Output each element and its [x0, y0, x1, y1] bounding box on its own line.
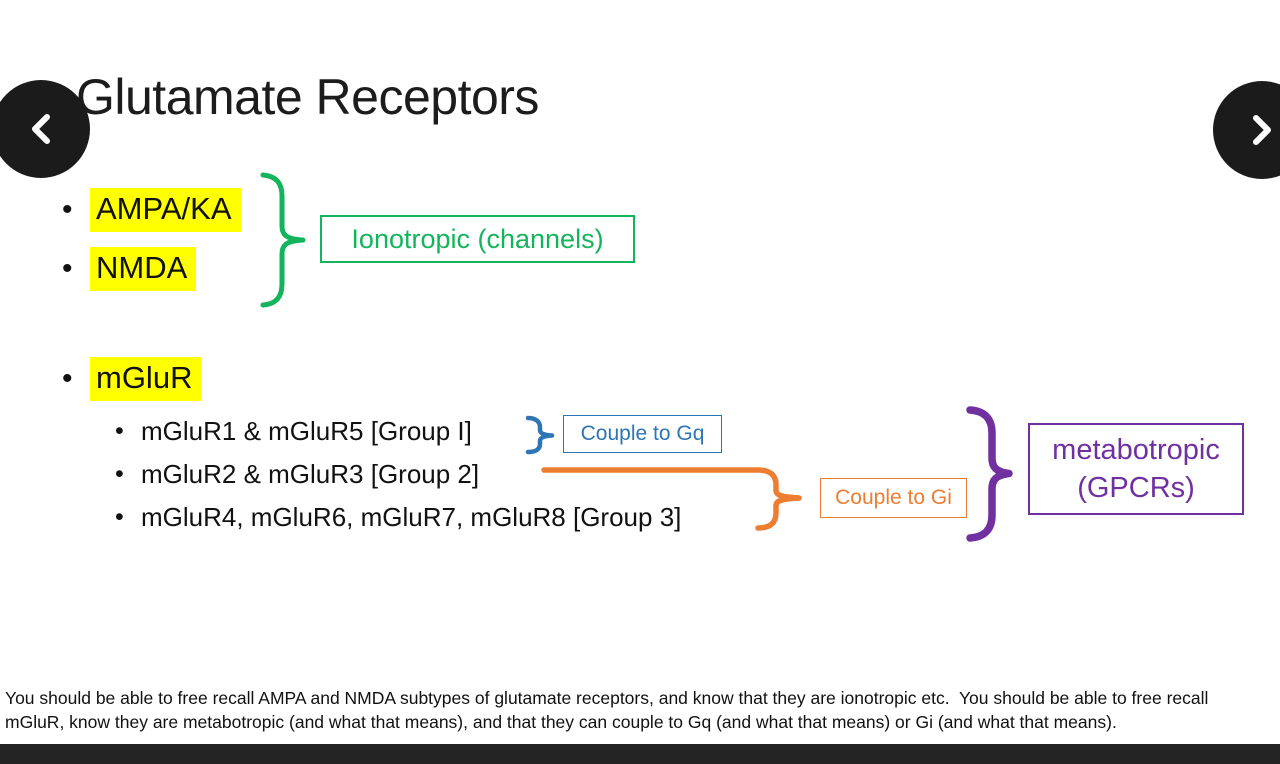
group3-text: mGluR4, mGluR6, mGluR7, mGluR8 [Group 3] — [141, 502, 682, 532]
caption-line-1: You should be able to free recall AMPA a… — [5, 688, 1209, 708]
highlighted-term-mglur: mGluR — [90, 357, 202, 401]
bullet-icon: • — [115, 503, 124, 531]
group1-text: mGluR1 & mGluR5 [Group I] — [141, 416, 472, 446]
couple-to-gi-label: Couple to Gi — [835, 486, 952, 509]
ionotropic-label: Ionotropic (channels) — [351, 223, 604, 254]
list-item-group1: • mGluR1 & mGluR5 [Group I] — [115, 416, 472, 447]
next-slide-button[interactable] — [1213, 81, 1280, 179]
highlighted-term-ampa: AMPA/KA — [90, 188, 241, 232]
couple-to-gq-label: Couple to Gq — [580, 422, 705, 445]
list-item-ampa: • AMPA/KA — [62, 188, 241, 232]
metabotropic-callout-box: metabotropic (GPCRs) — [1028, 423, 1244, 515]
bullet-icon: • — [62, 362, 73, 395]
bullet-icon: • — [62, 252, 73, 285]
couple-to-gq-callout-box: Couple to Gq — [563, 415, 722, 453]
blue-brace — [525, 415, 555, 455]
previous-slide-button[interactable] — [0, 80, 90, 178]
bottom-bar — [0, 744, 1280, 764]
list-item-group3: • mGluR4, mGluR6, mGluR7, mGluR8 [Group … — [115, 502, 681, 533]
list-item-mglur: • mGluR — [62, 357, 202, 401]
green-brace — [260, 172, 306, 308]
caption-line-2: mGluR, know they are metabotropic (and w… — [5, 712, 1117, 732]
ionotropic-callout-box: Ionotropic (channels) — [320, 215, 635, 263]
slide-title: Glutamate Receptors — [76, 69, 539, 125]
metabotropic-label-line2: (GPCRs) — [1077, 472, 1195, 504]
slide-caption: You should be able to free recall AMPA a… — [5, 686, 1275, 734]
bullet-icon: • — [115, 460, 124, 488]
bullet-icon: • — [115, 417, 124, 445]
list-item-group2: • mGluR2 & mGluR3 [Group 2] — [115, 459, 479, 490]
group2-text: mGluR2 & mGluR3 [Group 2] — [141, 459, 480, 489]
bullet-icon: • — [62, 193, 73, 226]
chevron-left-icon — [26, 110, 56, 148]
chevron-right-icon — [1247, 111, 1277, 149]
metabotropic-label-line1: metabotropic — [1052, 434, 1220, 466]
list-item-nmda: • NMDA — [62, 247, 197, 291]
purple-brace — [966, 406, 1013, 542]
highlighted-term-nmda: NMDA — [90, 247, 197, 291]
couple-to-gi-callout-box: Couple to Gi — [820, 478, 967, 518]
